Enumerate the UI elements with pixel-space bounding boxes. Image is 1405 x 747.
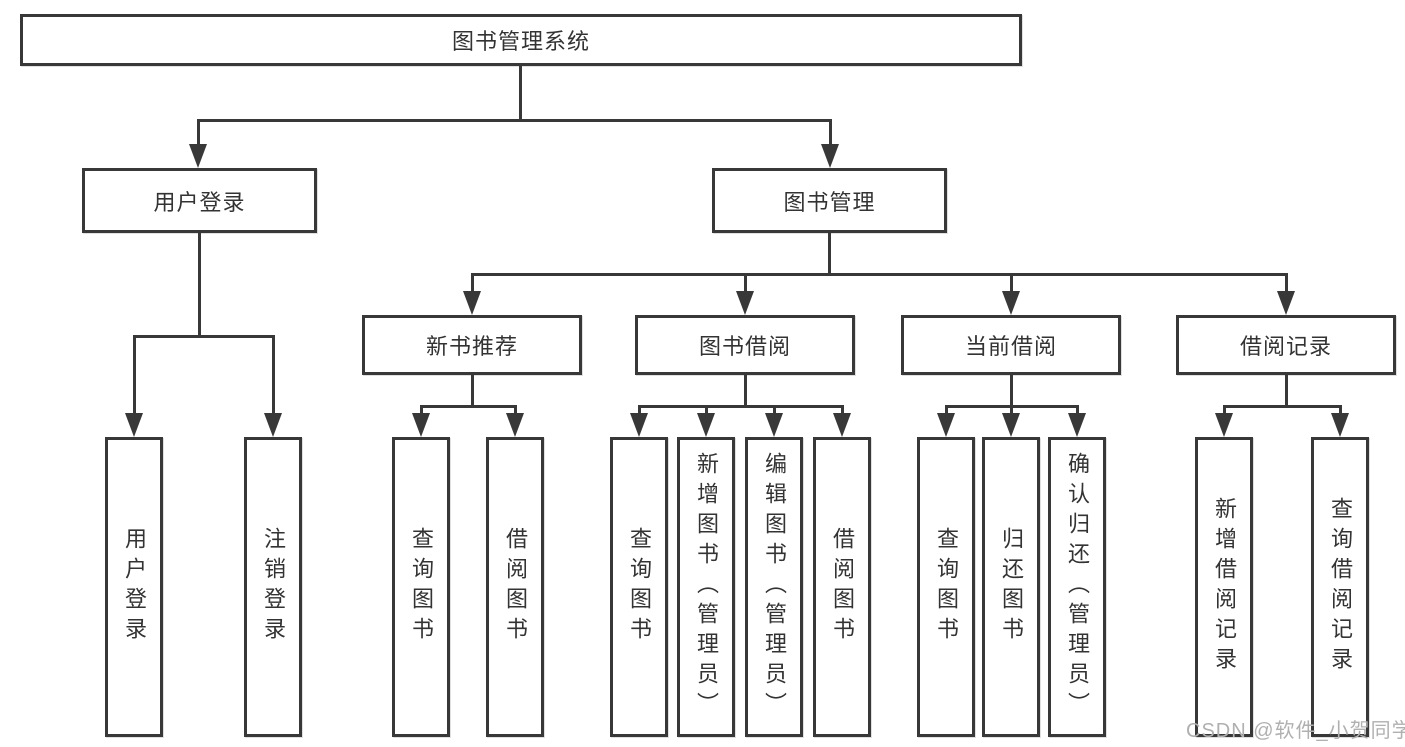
connector-line (471, 375, 474, 405)
node-label: 当前借阅 (964, 334, 1057, 359)
node-book-borrowing: 图书借阅 (635, 315, 855, 375)
node-book-management: 图书管理 (712, 168, 947, 233)
leaf-label: 查询借阅记录 (1328, 497, 1353, 677)
leaf-logout: 注销登录 (244, 437, 302, 737)
arrow-down-icon (1002, 413, 1020, 437)
node-label: 图书管理系统 (451, 29, 590, 54)
connector-line (638, 405, 641, 413)
leaf-label: 注销登录 (261, 527, 286, 647)
connector-line (1010, 375, 1013, 405)
node-user-login: 用户登录 (82, 168, 317, 233)
connector-line (744, 273, 747, 291)
connector-line (945, 405, 948, 413)
arrow-down-icon (1331, 413, 1349, 437)
node-label: 新书推荐 (425, 334, 518, 359)
arrow-down-icon (833, 413, 851, 437)
arrow-down-icon (1215, 413, 1233, 437)
arrow-down-icon (697, 413, 715, 437)
arrow-down-icon (1068, 413, 1086, 437)
arrow-down-icon (412, 413, 430, 437)
leaf-label: 查询图书 (934, 527, 959, 647)
connector-line (198, 233, 201, 335)
leaf-label: 查询图书 (627, 527, 652, 647)
node-label: 用户登录 (153, 189, 246, 215)
leaf-label: 查询图书 (409, 527, 434, 647)
connector-line (514, 405, 517, 413)
connector-line (638, 405, 844, 408)
node-root-system: 图书管理系统 (20, 14, 1022, 66)
connector-line (197, 119, 831, 122)
node-label: 图书管理 (783, 189, 876, 215)
arrow-down-icon (765, 413, 783, 437)
connector-line (133, 335, 136, 413)
arrow-down-icon (630, 413, 648, 437)
connector-line (744, 375, 747, 405)
leaf-borrow-books-recommend: 借阅图书 (486, 437, 544, 737)
arrow-down-icon (506, 413, 524, 437)
leaf-label: 归还图书 (999, 527, 1024, 647)
connector-line (828, 233, 831, 273)
arrow-down-icon (189, 144, 207, 168)
leaf-add-borrow-record: 新增借阅记录 (1195, 437, 1253, 737)
leaf-label: 确认归还（管理员） (1065, 452, 1090, 722)
arrow-down-icon (821, 144, 839, 168)
leaf-label: 用户登录 (122, 527, 147, 647)
connector-line (272, 335, 275, 413)
leaf-confirm-return-admin: 确认归还（管理员） (1048, 437, 1106, 737)
leaf-add-books-admin: 新增图书（管理员） (677, 437, 735, 737)
leaf-label: 编辑图书（管理员） (762, 452, 787, 722)
connector-line (1076, 405, 1079, 413)
connector-line (471, 273, 474, 291)
node-label: 图书借阅 (698, 334, 791, 359)
arrow-down-icon (125, 413, 143, 437)
connector-line (1285, 273, 1288, 291)
connector-line (519, 66, 522, 119)
connector-line (773, 405, 776, 413)
connector-line (841, 405, 844, 413)
node-current-borrowing: 当前借阅 (901, 315, 1121, 375)
connector-line (1010, 273, 1013, 291)
leaf-label: 借阅图书 (830, 527, 855, 647)
connector-line (133, 335, 275, 338)
connector-line (1010, 405, 1013, 413)
arrow-down-icon (1002, 291, 1020, 315)
connector-line (197, 119, 200, 144)
arrow-down-icon (1277, 291, 1295, 315)
leaf-query-books-recommend: 查询图书 (392, 437, 450, 737)
connector-line (829, 119, 832, 144)
watermark: CSDN @软件_小贺同学 (1186, 720, 1405, 742)
connector-line (420, 405, 517, 408)
leaf-borrow-books-borrowing: 借阅图书 (813, 437, 871, 737)
leaf-query-borrow-record: 查询借阅记录 (1311, 437, 1369, 737)
arrow-down-icon (736, 291, 754, 315)
leaf-query-books-current: 查询图书 (917, 437, 975, 737)
node-new-book-recommend: 新书推荐 (362, 315, 582, 375)
connector-line (1285, 375, 1288, 405)
connector-line (420, 405, 423, 413)
connector-line (1223, 405, 1342, 408)
leaf-query-books-borrowing: 查询图书 (610, 437, 668, 737)
leaf-user-login: 用户登录 (105, 437, 163, 737)
node-borrowing-records: 借阅记录 (1176, 315, 1396, 375)
arrow-down-icon (463, 291, 481, 315)
leaf-label: 新增借阅记录 (1212, 497, 1237, 677)
leaf-edit-books-admin: 编辑图书（管理员） (745, 437, 803, 737)
connector-line (1223, 405, 1226, 413)
leaf-label: 新增图书（管理员） (694, 452, 719, 722)
arrow-down-icon (264, 413, 282, 437)
leaf-return-books: 归还图书 (982, 437, 1040, 737)
connector-line (705, 405, 708, 413)
connector-line (471, 273, 1288, 276)
connector-line (1339, 405, 1342, 413)
leaf-label: 借阅图书 (503, 527, 528, 647)
node-label: 借阅记录 (1239, 334, 1332, 359)
arrow-down-icon (937, 413, 955, 437)
